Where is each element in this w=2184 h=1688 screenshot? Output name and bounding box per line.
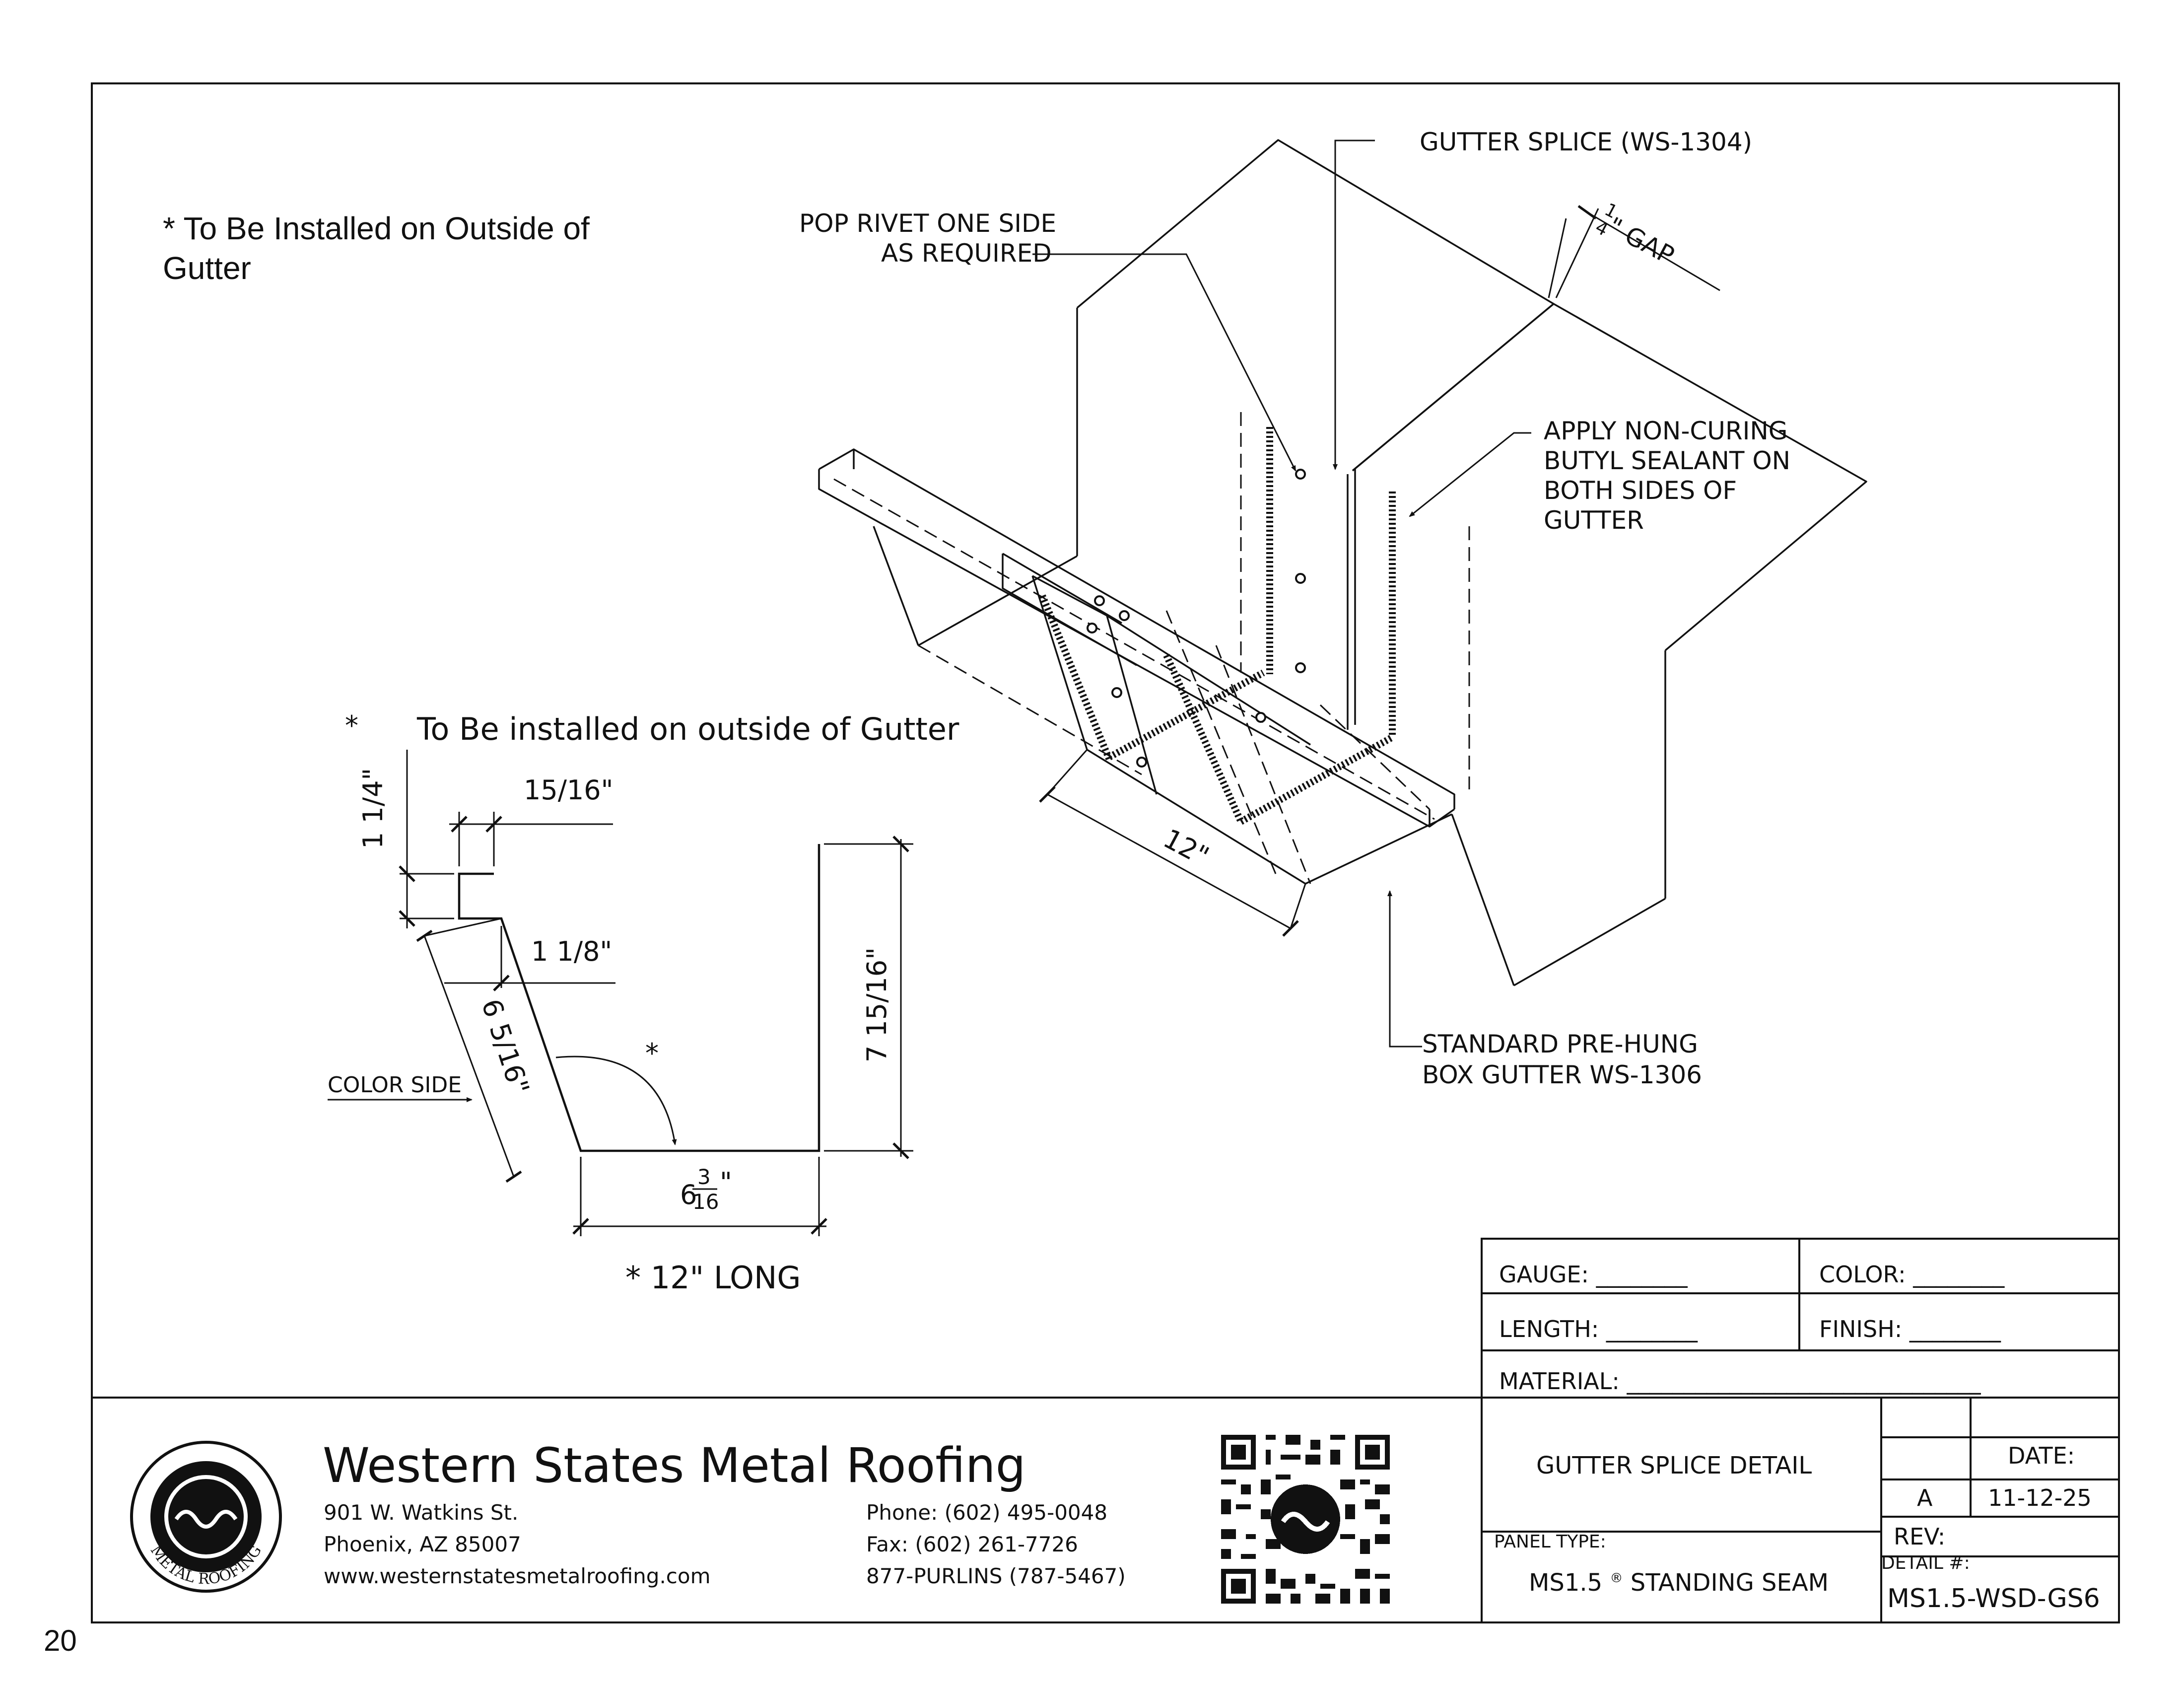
dim-6-den: 16 <box>692 1190 719 1214</box>
dim-6-quote: " <box>720 1167 732 1198</box>
rivets <box>1087 469 1306 768</box>
sealant-label-4: GUTTER <box>1544 506 1644 535</box>
isometric-gutter <box>818 139 1867 986</box>
hidden-lines <box>833 412 1470 884</box>
dim-15-16: 15/16" <box>524 774 613 806</box>
color-label: COLOR: ________ <box>1819 1261 2005 1288</box>
sealant-label-2: BUTYL SEALANT ON <box>1544 446 1790 475</box>
sealant-label-1: APPLY NON-CURING <box>1544 417 1788 445</box>
phone-number: Phone: (602) 495-0048 <box>866 1500 1108 1525</box>
dim-1-1-4: 1 1/4" <box>357 768 389 849</box>
address-line-1: 901 W. Watkins St. <box>324 1500 519 1525</box>
drawing-title: GUTTER SPLICE DETAIL <box>1536 1452 1812 1479</box>
qr-code[interactable] <box>1216 1430 1395 1609</box>
rev-label: REV: <box>1894 1523 1946 1550</box>
profile-dimensions <box>328 750 913 1236</box>
pop-rivet-label-2: AS REQUIRED <box>881 239 1052 268</box>
material-label: MATERIAL: ______________________________… <box>1499 1368 1981 1395</box>
length-label: LENGTH: ________ <box>1499 1316 1698 1342</box>
finish-blank: ________ <box>1909 1316 2001 1342</box>
panel-type-label: PANEL TYPE: <box>1494 1532 1606 1552</box>
color-side-label: COLOR SIDE <box>328 1072 462 1098</box>
dim-6-whole: 6 <box>680 1179 697 1210</box>
gutter-splice-leader <box>1333 140 1375 470</box>
dim-1-1-8: 1 1/8" <box>531 936 612 967</box>
pop-rivet-leader <box>1032 253 1297 472</box>
color-blank: ________ <box>1913 1261 2005 1288</box>
drawing-frame <box>91 82 2120 1623</box>
sealant-beads <box>1039 427 1396 825</box>
dim-6-num: 3 <box>697 1165 711 1189</box>
length-blank: ________ <box>1606 1316 1698 1342</box>
box-gutter-label-2: BOX GUTTER WS-1306 <box>1422 1060 1702 1089</box>
detail-number-value: MS1.5-WSD-GS6 <box>1887 1584 2100 1614</box>
pop-rivet-label-1: POP RIVET ONE SIDE <box>799 209 1056 238</box>
company-logo: WESTERN STATES METAL ROOFING <box>130 1441 282 1593</box>
detail-number-label: DETAIL #: <box>1881 1553 1970 1573</box>
gutter-splice-label: GUTTER SPLICE (WS-1304) <box>1420 128 1752 156</box>
website-link[interactable]: www.westernstatesmetalroofing.com <box>324 1564 711 1588</box>
box-gutter-leader <box>1387 890 1422 1048</box>
sealant-leader <box>1409 432 1531 517</box>
fax-number: Fax: (602) 261-7726 <box>866 1532 1078 1556</box>
finish-label: FINISH: ________ <box>1819 1316 2001 1342</box>
angle-star: * <box>645 1038 659 1069</box>
gauge-blank: ________ <box>1596 1261 1688 1288</box>
installation-note: * To Be Installed on Outside of Gutter <box>163 211 590 286</box>
page-number: 20 <box>44 1624 77 1657</box>
gutter-bottom-edge <box>1513 898 1666 986</box>
twelve-long-note: * 12" LONG <box>625 1260 801 1296</box>
box-gutter-label-1: STANDARD PRE-HUNG <box>1422 1030 1698 1058</box>
registered-mark: ® <box>1610 1571 1623 1586</box>
date-label: DATE: <box>2008 1442 2075 1469</box>
dim-7-15-16: 7 15/16" <box>861 947 892 1062</box>
gauge-label: GAUGE: ________ <box>1499 1261 1688 1288</box>
rev-letter: A <box>1917 1484 1933 1511</box>
material-blank: _______________________________ <box>1627 1368 1981 1395</box>
company-name: Western States Metal Roofing <box>323 1438 1026 1493</box>
gutter-right-top <box>1352 303 1867 651</box>
panel-type-value: MS1.5 ® STANDING SEAM <box>1529 1569 1829 1597</box>
sealant-label-3: BOTH SIDES OF <box>1544 476 1737 505</box>
date-value: 11-12-25 <box>1988 1484 2092 1511</box>
profile-star: * <box>345 710 358 741</box>
tollfree-number: 877-PURLINS (787-5467) <box>866 1564 1126 1588</box>
profile-note: To Be installed on outside of Gutter <box>416 711 959 747</box>
address-line-2: Phoenix, AZ 85007 <box>324 1532 521 1556</box>
